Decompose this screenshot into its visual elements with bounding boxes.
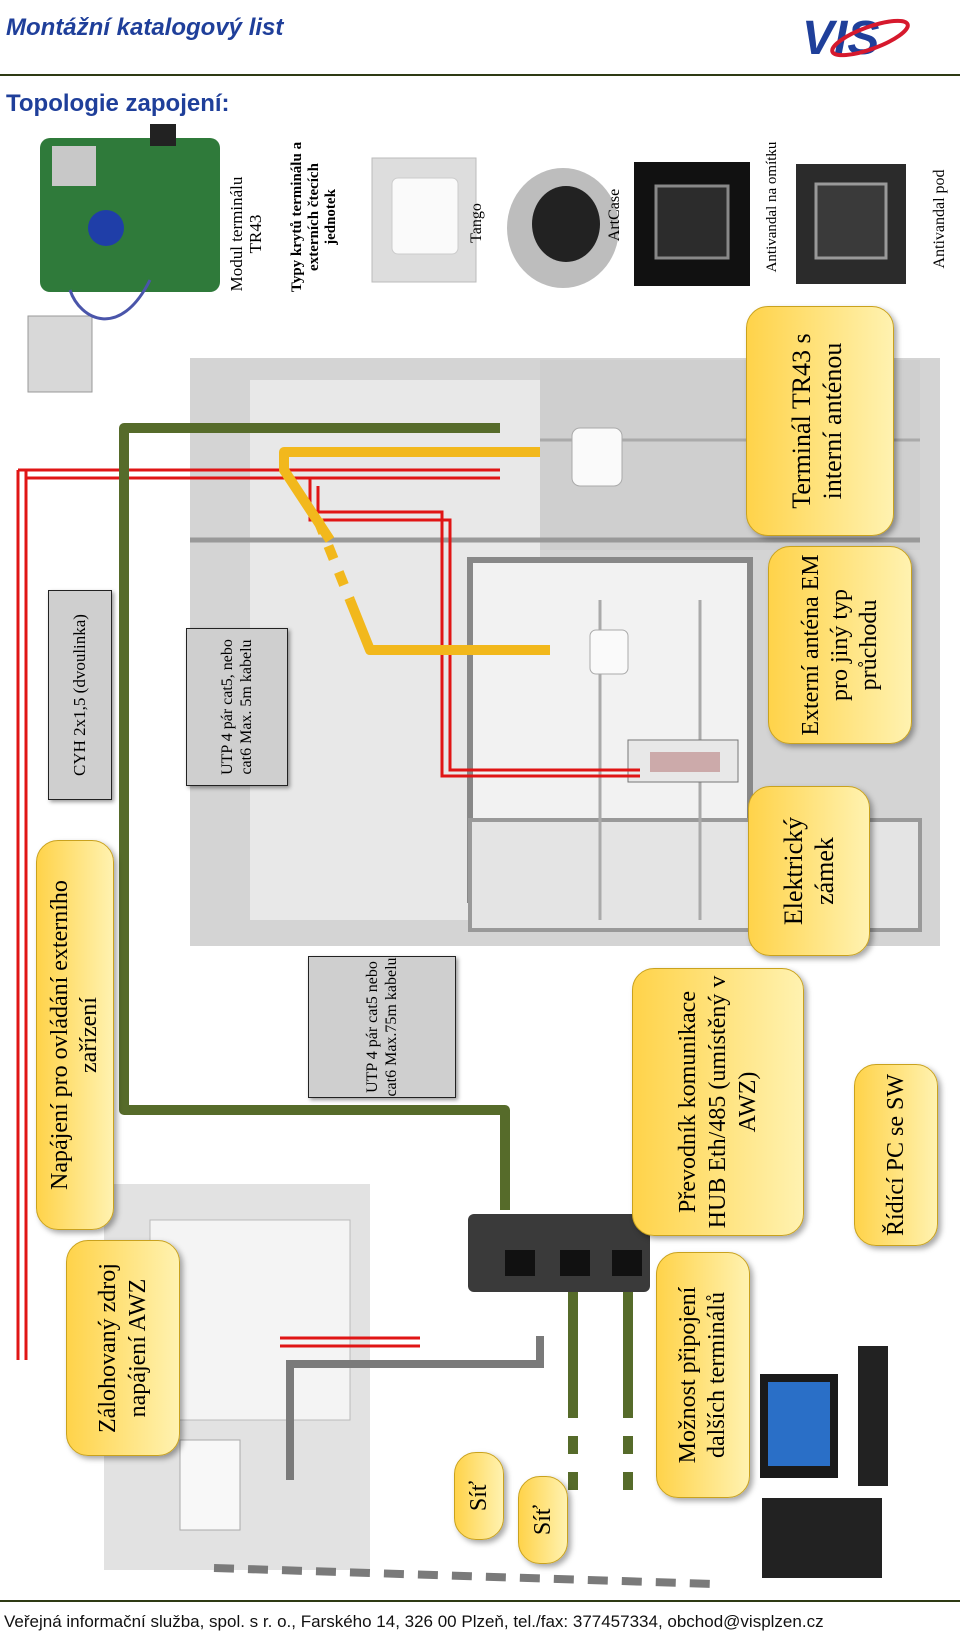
- cover-label-antivandal-surface: Antivandal na omítku: [763, 141, 780, 273]
- callout-pc-text: Řídící PC se SW: [882, 1074, 909, 1237]
- callout-more-terminals: Možnost připojení dalších terminálů: [656, 1252, 750, 1498]
- callout-network-1: Síť: [454, 1452, 504, 1540]
- callout-power-external-text: Napájení pro ovládání externího zařízení: [47, 880, 102, 1190]
- cover-label-antivandal-flush: Antivandal pod: [931, 169, 948, 269]
- callout-pc: Řídící PC se SW: [854, 1064, 938, 1246]
- module-label: Modul terminálu TR43: [227, 176, 265, 292]
- callout-electric-lock: Elektrický zámek: [748, 786, 870, 956]
- vis-logo: VIS: [800, 8, 930, 64]
- callout-more-terminals-text: Možnost připojení dalších terminálů: [675, 1286, 730, 1464]
- callout-backup-power: Zálohovaný zdroj napájení AWZ: [66, 1240, 180, 1456]
- cover-label-tango: Tango: [468, 203, 485, 243]
- callout-terminal-text: Terminál TR43 s interní anténou: [787, 333, 847, 509]
- callout-backup-power-text: Zálohovaný zdroj napájení AWZ: [95, 1263, 151, 1433]
- page-footer: Veřejná informační služba, spol. s r. o.…: [4, 1612, 824, 1631]
- callout-electric-lock-text: Elektrický zámek: [779, 816, 839, 926]
- covers-heading: Typy krytů terminálu a externích čtecích…: [288, 141, 339, 293]
- cable-box-cyh-text: CYH 2x1,5 (dvoulinka): [70, 614, 89, 776]
- callout-hub: Převodník komunikace HUB Eth/485 (umístě…: [632, 968, 804, 1236]
- cable-box-utp-long: UTP 4 pár cat5 nebo cat6 Max.75m kabelu: [308, 956, 456, 1098]
- callout-power-external: Napájení pro ovládání externího zařízení: [36, 840, 114, 1230]
- callout-hub-text: Převodník komunikace HUB Eth/485 (umístě…: [675, 975, 761, 1229]
- cable-box-utp-long-text: UTP 4 pár cat5 nebo cat6 Max.75m kabelu: [364, 957, 400, 1097]
- callout-terminal: Terminál TR43 s interní anténou: [746, 306, 894, 536]
- callout-external-antenna-text: Externí anténa EM pro jiný typ průchodu: [797, 554, 882, 736]
- callout-network-2: Síť: [518, 1476, 568, 1564]
- cover-label-artcase: ArtCase: [606, 188, 623, 242]
- cable-box-utp-short-text: UTP 4 pár cat5, nebo cat6 Max. 5m kabelu: [219, 639, 255, 775]
- header-divider: [0, 74, 960, 76]
- callout-network-2-text: Síť: [529, 1504, 556, 1536]
- callout-network-1-text: Síť: [465, 1480, 492, 1512]
- callout-external-antenna: Externí anténa EM pro jiný typ průchodu: [768, 546, 912, 744]
- cable-box-cyh: CYH 2x1,5 (dvoulinka): [48, 590, 112, 800]
- page-header-title: Montážní katalogový list: [6, 14, 284, 41]
- footer-divider: [0, 1600, 960, 1602]
- cable-box-utp-short: UTP 4 pár cat5, nebo cat6 Max. 5m kabelu: [186, 628, 288, 786]
- section-title: Topologie zapojení:: [6, 90, 230, 117]
